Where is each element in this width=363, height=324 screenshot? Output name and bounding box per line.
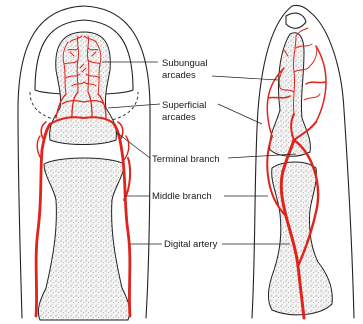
right-distal-phalanx [270,33,311,156]
label-digital-artery: Digital artery [164,239,218,250]
label-terminal-branch: Terminal branch [152,154,220,165]
annotation-labels: Subungual arcades Superficial arcades Te… [152,58,220,250]
left-distal-phalanx [50,32,117,145]
left-finger-view [18,6,150,320]
right-finger-view [252,5,354,318]
label-superficial-1: Superficial [162,100,206,111]
label-subungual-2: arcades [162,70,196,81]
left-middle-phalanx [38,158,129,320]
annotation-leaders [102,62,296,244]
label-subungual-1: Subungual [162,58,207,69]
label-middle-branch: Middle branch [152,191,212,202]
label-superficial-2: arcades [162,112,196,123]
right-nail-plate [286,13,306,28]
